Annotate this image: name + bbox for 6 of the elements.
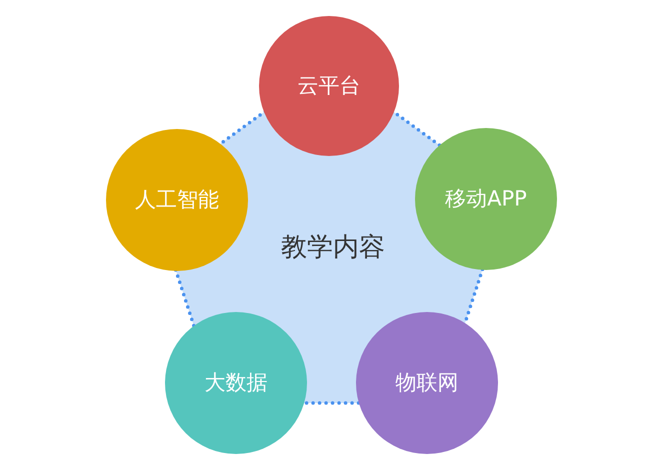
topic-label: 云平台 — [298, 74, 360, 98]
topic-label: 物联网 — [396, 371, 458, 395]
topic-label: 教学内容 — [281, 234, 385, 262]
topic-label: 移动APP — [445, 187, 527, 211]
topic-label: 人工智能 — [135, 188, 219, 212]
topic-label: 大数据 — [204, 371, 268, 395]
